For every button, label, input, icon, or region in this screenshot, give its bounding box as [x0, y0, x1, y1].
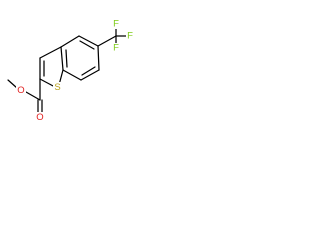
bond-c7a-c3a-inner [65, 49, 68, 68]
chemical-structure-diagram: F F F S O O [7, 19, 134, 123]
bond-c4-c5 [78, 35, 99, 47]
label-bg-o-ester [16, 85, 26, 96]
bond-c7-c7a [62, 69, 82, 81]
bond-c7a-c3a [60, 46, 64, 71]
label-bg-o-carbonyl [35, 112, 45, 123]
bond-ester-o-methyl [7, 79, 18, 89]
bond-c3a-c4 [60, 35, 80, 48]
label-bg-f-top [112, 19, 120, 29]
sulfur-label: S [54, 82, 60, 93]
fluorine-label-bottom: F [113, 43, 119, 54]
label-bg-f-bottom [112, 43, 120, 53]
label-bg-s [53, 82, 62, 93]
atom-labels: F F F S O O [16, 19, 134, 123]
bond-c4-c5-inner [79, 40, 95, 50]
bond-c3a-c3 [39, 46, 62, 59]
bond-c2-s1 [39, 78, 56, 88]
bond-c6-c7-inner [81, 66, 96, 76]
fluorine-label-right: F [127, 31, 133, 42]
ester-oxygen-label: O [17, 85, 24, 96]
bond-c5-cf3 [97, 35, 117, 47]
bond-c5-c6 [97, 45, 100, 71]
carbonyl-oxygen-label: O [36, 112, 43, 123]
bond-c6-c7 [80, 69, 100, 81]
label-bg-f-right [126, 31, 134, 41]
bonds [7, 26, 128, 114]
fluorine-label-top: F [113, 19, 119, 30]
bond-carbonyl-ester-o [25, 91, 41, 101]
